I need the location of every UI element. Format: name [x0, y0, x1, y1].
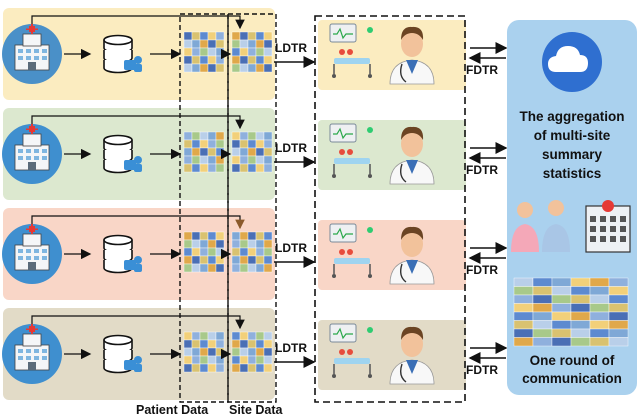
loop-connector-2 [31, 115, 245, 130]
fdtr-label-2: FDTR [466, 163, 498, 177]
patient-female-head [517, 202, 533, 218]
ldtr-label-2: LDTR [275, 141, 307, 155]
site-data-label: Site Data [229, 403, 284, 417]
doctor-scene-1 [329, 23, 435, 85]
database-icon-3 [103, 234, 142, 274]
doctor-scene-2 [329, 123, 435, 185]
patient-male-head [548, 200, 564, 216]
fdtr-label-4: FDTR [466, 363, 498, 377]
fdtr-label-3: FDTR [466, 263, 498, 277]
communication-text-2: communication [522, 371, 622, 386]
aggregated-data-grid [513, 277, 629, 347]
hospital-icon-2 [2, 124, 62, 184]
site-row-1: LDTR FDTR [2, 8, 508, 100]
site-panel-4 [3, 308, 275, 400]
aggregation-text-4: statistics [543, 166, 602, 181]
loop-connector-3 [31, 215, 245, 230]
aggregation-text-1: The aggregation [519, 109, 624, 124]
doctor-scene-3 [329, 223, 435, 285]
patient-data-column-box [179, 13, 229, 403]
patient-male-body [542, 224, 570, 252]
cloud-shape [548, 46, 588, 72]
loop-connector-4 [31, 315, 245, 330]
site-row-3: LDTR FDTR [2, 208, 508, 300]
site-panel-1 [3, 8, 275, 100]
hospital-cross-icon [602, 200, 614, 212]
ldtr-label-4: LDTR [275, 341, 307, 355]
site-data-column-box [227, 13, 277, 403]
ldtr-label-1: LDTR [275, 41, 307, 55]
patient-data-grid-3 [183, 231, 225, 273]
site-data-grid-4 [231, 331, 273, 373]
site-row-4: LDTR FDTR [2, 308, 508, 400]
site-data-grid-3 [231, 231, 273, 273]
patient-data-grid-2 [183, 131, 225, 173]
site-panel-3 [3, 208, 275, 300]
site-row-2: LDTR FDTR [2, 108, 508, 200]
ldtr-label-3: LDTR [275, 241, 307, 255]
patient-female-body [511, 224, 539, 252]
aggregation-text-2: of multi-site [534, 128, 611, 143]
site-data-grid-2 [231, 131, 273, 173]
hospital-icon-4 [2, 324, 62, 384]
aggregation-text-3: summary [542, 147, 603, 162]
hospital-icon-1 [2, 24, 62, 84]
doctor-scene-4 [329, 323, 435, 385]
communication-text-1: One round of [530, 353, 615, 368]
fdtr-label-1: FDTR [466, 63, 498, 77]
loop-connector-1 [31, 15, 245, 30]
database-icon-2 [103, 134, 142, 174]
patient-data-grid-4 [183, 331, 225, 373]
local-site-column-box [314, 15, 466, 403]
hospital-icon-3 [2, 224, 62, 284]
patient-data-grid-1 [183, 31, 225, 73]
database-icon-1 [103, 34, 142, 74]
patient-data-label: Patient Data [136, 403, 209, 417]
site-panel-2 [3, 108, 275, 200]
site-data-grid-1 [231, 31, 273, 73]
database-icon-4 [103, 334, 142, 374]
